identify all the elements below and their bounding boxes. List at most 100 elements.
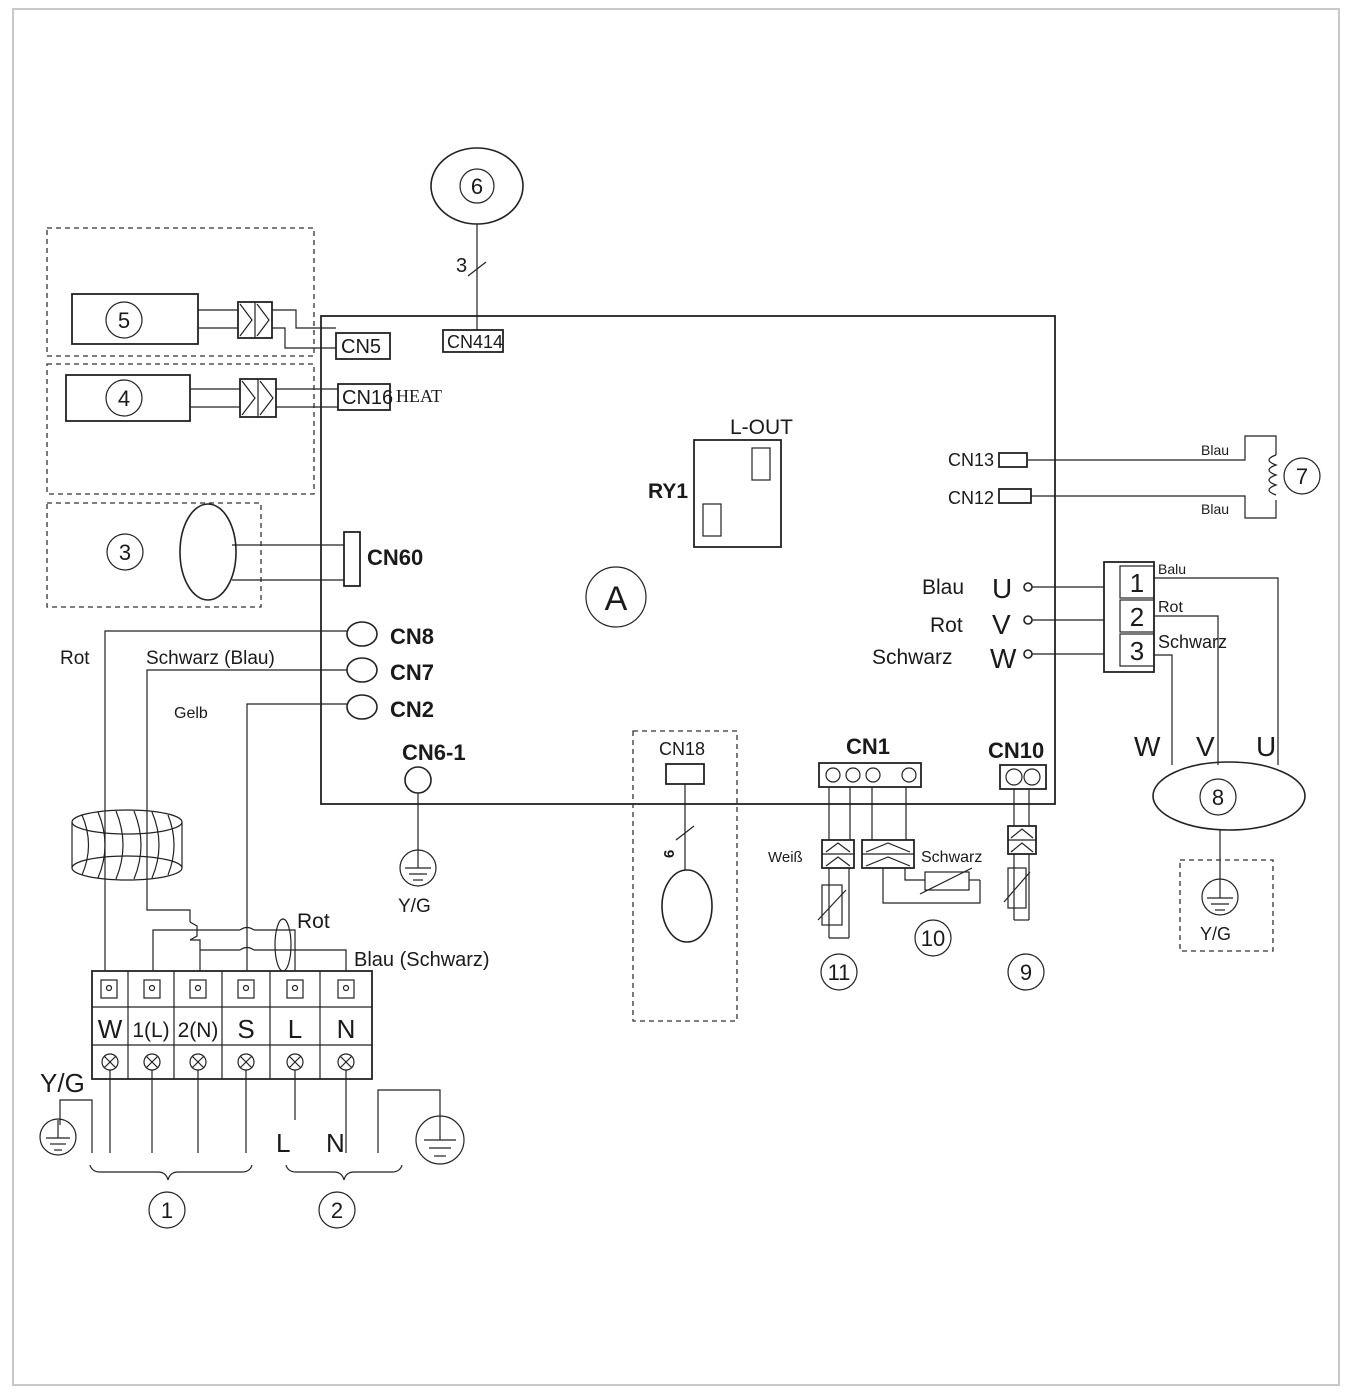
terminal-label-w: W (98, 1014, 123, 1044)
number-5: 5 (118, 308, 130, 333)
number-6: 6 (471, 174, 483, 199)
label-blau-u: Blau (922, 576, 964, 599)
group-4-dashed (46, 363, 315, 495)
connector-cn16: CN16 (342, 387, 393, 409)
number-2: 2 (331, 1198, 343, 1223)
label-balu: Balu (1158, 561, 1186, 577)
coil-7 (1268, 454, 1278, 496)
relay-contact-bottom (702, 503, 722, 537)
number-5-circle (105, 301, 143, 339)
sensor-10 (924, 871, 970, 891)
phase-w: W (990, 643, 1017, 674)
connector-cn60-box (343, 531, 361, 587)
brace-1 (89, 1164, 253, 1181)
connector-cn12-box (998, 488, 1032, 504)
number-10: 10 (921, 926, 945, 951)
power-n: N (326, 1128, 345, 1158)
connector-cn12: CN12 (948, 488, 994, 508)
motor-phase-v: V (1196, 731, 1215, 762)
number-11: 11 (828, 960, 851, 985)
relay-contact-top (751, 447, 771, 481)
connector-cn6-1: CN6-1 (402, 740, 466, 765)
motor-terminal-1: 1 (1130, 568, 1144, 598)
ground-symbol-cn6 (399, 849, 437, 887)
connector-cn8-circle (346, 621, 378, 647)
connector-cn18: CN18 (659, 739, 705, 759)
ground-symbol-power (415, 1115, 465, 1165)
connector-cn60: CN60 (367, 545, 423, 570)
label-blau-bottom: Blau (1201, 501, 1229, 517)
number-4-circle (105, 379, 143, 417)
motor-8-ellipse (1152, 761, 1306, 831)
motor-phase-u: U (1256, 731, 1276, 762)
wire-count-6: 3 (456, 255, 467, 277)
wire-schwarz-blau (146, 669, 347, 922)
number-6-circle (459, 168, 495, 204)
component-5 (71, 293, 199, 345)
connector-cn2: CN2 (390, 697, 434, 722)
connector-cn1-box (818, 762, 922, 788)
number-9-circle (1007, 953, 1045, 991)
terminal-label-s: S (237, 1014, 254, 1044)
terminal-label-2n: 2(N) (178, 1019, 219, 1042)
connector-cn5-box (335, 332, 391, 360)
connector-cn6-1-circle (404, 766, 432, 794)
label-rot2: Rot (297, 910, 330, 933)
connector-cn10: CN10 (988, 738, 1044, 763)
number-4: 4 (118, 386, 130, 411)
wire-gelb (246, 703, 347, 975)
number-1-circle (148, 1191, 186, 1229)
motor-terminal-2: 2 (1130, 602, 1144, 632)
lout-label: L-OUT (730, 416, 793, 439)
ground-symbol-motor (1201, 878, 1239, 916)
number-1: 1 (161, 1198, 173, 1223)
component-3-ellipse (179, 503, 237, 601)
label-weiss: Weiß (768, 849, 803, 866)
label-blau-schwarz: Blau (Schwarz) (354, 949, 490, 971)
connector-cn2-circle (346, 694, 378, 720)
wire-cn12 (1031, 495, 1277, 519)
phase-u: U (992, 573, 1012, 604)
component-cn18-ellipse (661, 869, 713, 943)
ground-label-yg3: Y/G (1200, 924, 1231, 944)
sensor-9 (1007, 867, 1027, 909)
heat-label: HEAT (396, 386, 442, 406)
group-8-ground-dashed (1179, 859, 1274, 952)
relay-label: RY1 (648, 480, 688, 503)
connector-cn7-circle (346, 657, 378, 683)
brace-2 (285, 1164, 403, 1181)
terminal-block (91, 970, 373, 1080)
connector-cn5: CN5 (341, 336, 381, 358)
connector-cn10-box (999, 764, 1047, 790)
wire-cn13 (1027, 435, 1277, 461)
board-label: A (605, 580, 628, 618)
connector-cn414: CN414 (447, 332, 503, 352)
ground-symbol-left (39, 1118, 77, 1156)
label-schwarz-blau: Schwarz (Blau) (146, 648, 275, 669)
label-rot-v: Rot (930, 614, 963, 637)
number-11-circle (820, 953, 858, 991)
connector-cn8: CN8 (390, 624, 434, 649)
control-board (320, 315, 1056, 805)
label-schwarz-term: Schwarz (1158, 632, 1227, 652)
label-schwarz-w: Schwarz (872, 646, 953, 669)
wire-6-slash (467, 261, 487, 277)
wire-1l (152, 929, 240, 975)
sensor-11 (821, 884, 843, 926)
label-gelb: Gelb (174, 705, 208, 722)
number-2-circle (318, 1191, 356, 1229)
label-blau-top: Blau (1201, 442, 1229, 458)
group-3-dashed (46, 502, 262, 608)
relay-ry1 (693, 439, 782, 548)
ferrite-small (274, 918, 292, 972)
connector-cn18-box (665, 763, 705, 785)
label-schwarz: Schwarz (921, 849, 982, 866)
number-7-circle (1283, 457, 1321, 495)
ground-label-yg2: Y/G (398, 896, 431, 917)
motor-phase-w: W (1134, 731, 1161, 762)
wire-count-18: 6 (661, 850, 678, 858)
number-3: 3 (119, 540, 131, 565)
terminal-label-1l: 1(L) (132, 1019, 169, 1042)
number-10-circle (914, 919, 952, 957)
